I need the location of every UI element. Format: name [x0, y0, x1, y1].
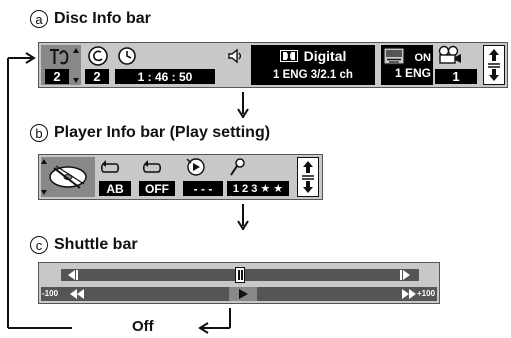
section-letter-c: c: [30, 236, 48, 254]
subtitle-lang: 1 ENG: [394, 66, 431, 80]
program-value: 1 2 3 ★ ★: [227, 181, 289, 196]
chapter-icon: [88, 46, 108, 66]
updown-icon: [488, 49, 500, 81]
subtitle-state: ON: [414, 52, 432, 64]
dolby-icon: [279, 50, 298, 62]
shuttle-min-label: -100: [42, 289, 59, 298]
shuttle-title: c Shuttle bar: [30, 236, 138, 254]
disc-icon-block[interactable]: [41, 157, 95, 197]
updown-button[interactable]: [483, 45, 505, 85]
clock-icon: [118, 47, 136, 65]
title-icon: [50, 49, 69, 65]
rewind-icon: [70, 289, 84, 299]
program-icon: [230, 158, 245, 176]
repeat-icon: [100, 160, 120, 173]
play-icon: [239, 289, 248, 299]
player-updown-button[interactable]: [297, 157, 319, 197]
shuttle-bar: -100 +100: [38, 262, 440, 304]
section-letter-a: a: [30, 10, 48, 28]
return-arrow-icon: [198, 308, 231, 334]
fast-forward-icon: [402, 289, 416, 299]
loop-back-arrow-icon: [7, 52, 72, 329]
marker-value: - - -: [183, 181, 223, 196]
repeat2-icon: [142, 160, 162, 173]
audio-icon: [228, 48, 242, 64]
step-forward-icon: [400, 270, 410, 280]
audio-format: Digital: [303, 48, 347, 64]
disc-info-bar: 2 2 1 : 46 : 50 Digital 1 ENG 3/2.1 ch: [38, 42, 508, 88]
disc-info-title: a Disc Info bar: [30, 10, 151, 28]
arrow-down-1-icon: [237, 92, 249, 118]
step-back-icon: [68, 270, 78, 280]
angle-icon: [438, 45, 461, 64]
arrow-down-2-icon: [237, 204, 249, 230]
title-up-arrow-icon: [73, 48, 79, 53]
title-icon-block[interactable]: 2: [41, 45, 81, 85]
shuttle-title-text: Shuttle bar: [54, 236, 138, 253]
player-info-title: b Player Info bar (Play setting): [30, 124, 270, 142]
disc-down-arrow-icon: [41, 190, 47, 195]
disc-info-title-text: Disc Info bar: [54, 10, 151, 27]
repeat-value: AB: [99, 181, 131, 196]
title-down-arrow-icon: [73, 78, 79, 83]
audio-info-block[interactable]: Digital 1 ENG 3/2.1 ch: [251, 45, 375, 85]
title-value: 2: [45, 69, 69, 84]
pause-marker-icon: [235, 267, 245, 283]
marker-icon: [186, 158, 205, 176]
chapter-value: 2: [85, 69, 109, 84]
player-info-bar: AB OFF - - - 1 2 3 ★ ★: [38, 154, 323, 200]
disc-icon: [49, 165, 87, 189]
off-label: Off: [132, 318, 154, 335]
player-updown-icon: [302, 161, 314, 193]
section-letter-b: b: [30, 124, 48, 142]
subtitle-icon-overlay: [383, 47, 405, 65]
audio-detail: 1 ENG 3/2.1 ch: [273, 69, 353, 81]
angle-value: 1: [435, 69, 477, 84]
repeat2-value: OFF: [139, 181, 175, 196]
disc-up-arrow-icon: [41, 159, 47, 164]
time-value: 1 : 46 : 50: [115, 69, 215, 84]
shuttle-max-label: +100: [417, 289, 436, 298]
player-info-title-text: Player Info bar (Play setting): [54, 124, 271, 141]
